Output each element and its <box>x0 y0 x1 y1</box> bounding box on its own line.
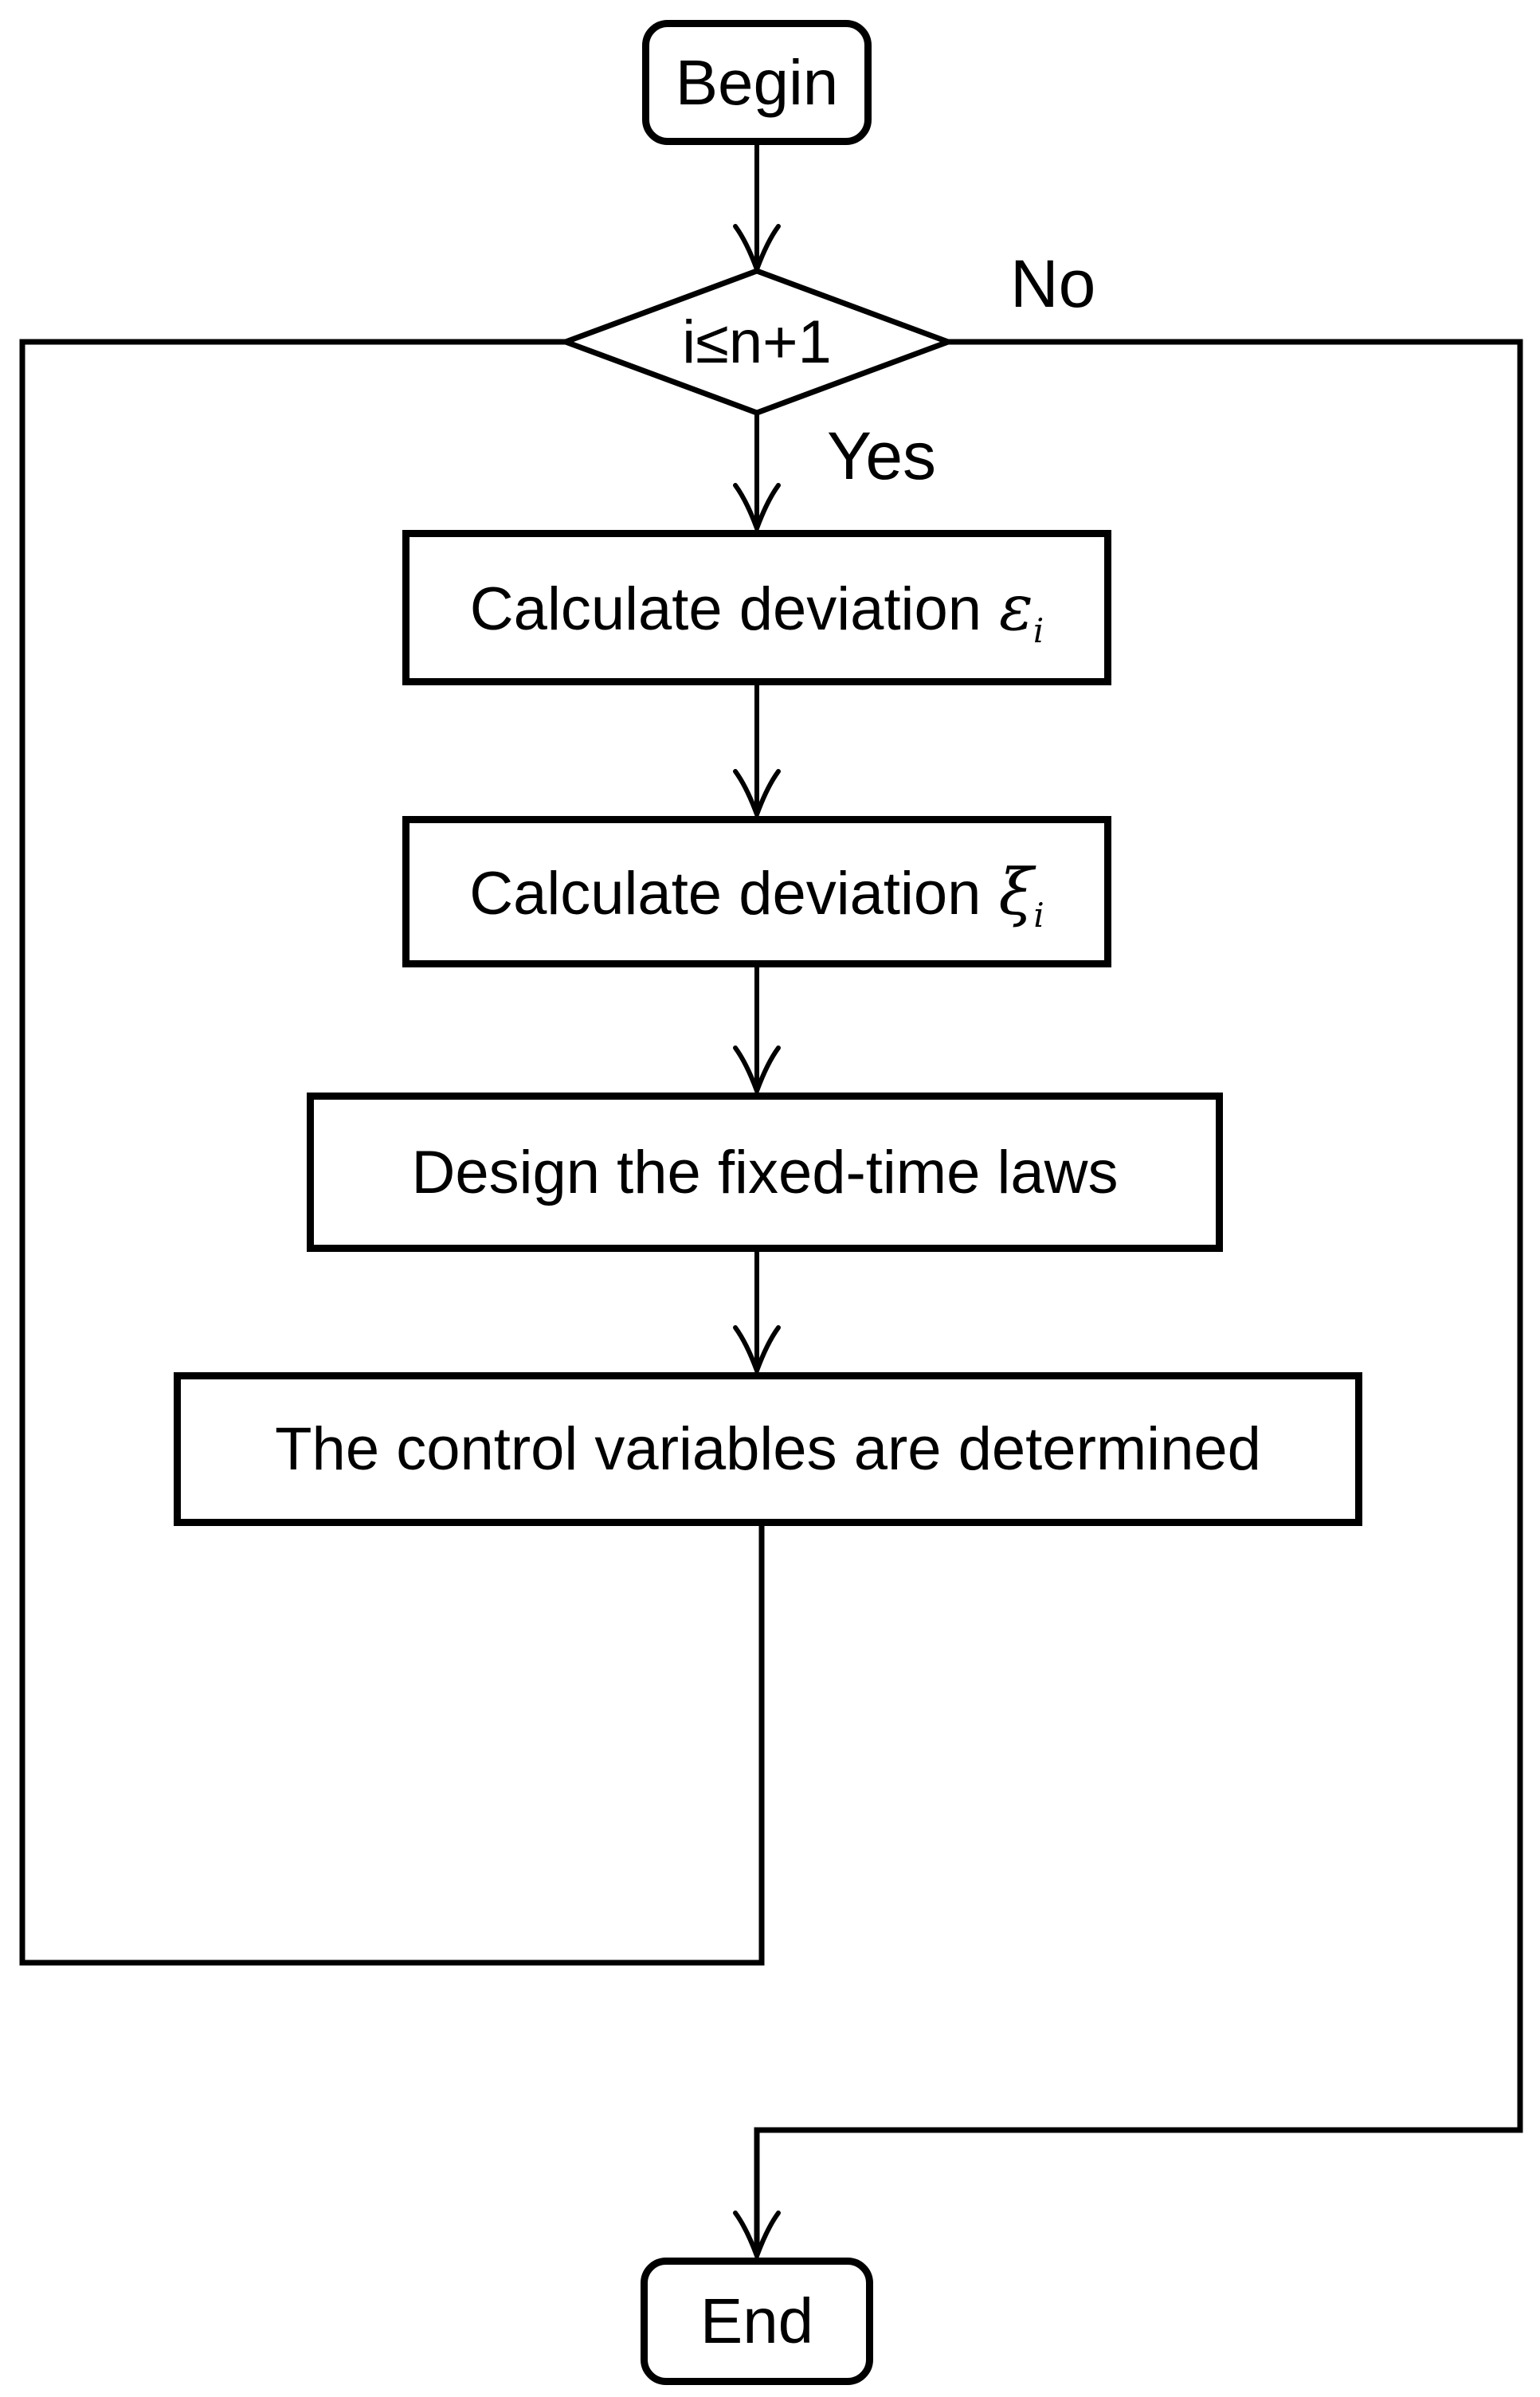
decision-label: i≤n+1 <box>682 308 832 376</box>
decision-diamond <box>557 268 957 416</box>
epsilon-subscript: i <box>1033 611 1044 651</box>
process-control-vars: The control variables are determined <box>174 1372 1362 1526</box>
edge-loop-back <box>19 339 765 1966</box>
arrowhead-into-end <box>733 2211 781 2263</box>
process-design-laws-label: Design the fixed-time laws <box>411 1138 1119 1206</box>
arrowhead-into-calc-epsilon <box>733 483 781 536</box>
terminal-end: End <box>641 2258 873 2385</box>
edge-label-yes: Yes <box>827 418 937 493</box>
terminal-end-label: End <box>699 2285 814 2356</box>
arrowhead-into-calc-xi <box>733 769 781 822</box>
process-design-laws: Design the fixed-time laws <box>307 1093 1223 1252</box>
terminal-begin: Begin <box>642 20 872 145</box>
arrowhead-into-design <box>733 1046 781 1098</box>
edge-label-no: No <box>1010 246 1096 321</box>
process-control-vars-label: The control variables are determined <box>275 1415 1261 1483</box>
edge-no-path <box>754 339 1523 2254</box>
arrowhead-into-control <box>733 1325 781 1378</box>
xi-subscript: i <box>1033 895 1044 935</box>
terminal-begin-label: Begin <box>675 46 839 118</box>
epsilon-symbol: ε <box>998 571 1033 645</box>
xi-symbol: ξ <box>998 854 1034 929</box>
